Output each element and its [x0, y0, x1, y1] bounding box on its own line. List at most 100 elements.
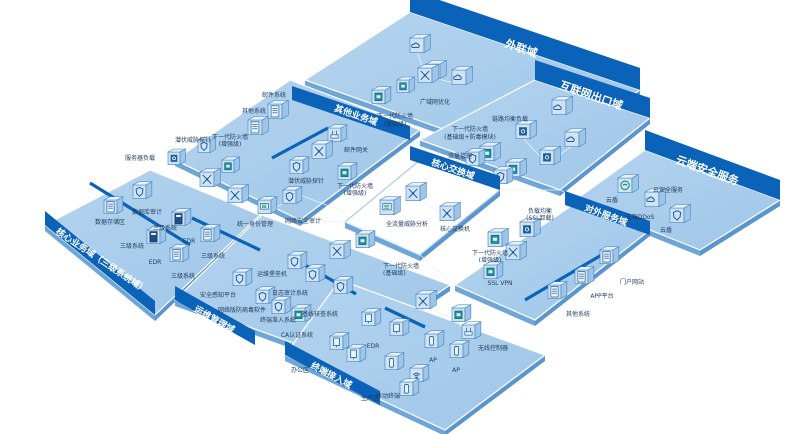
device-label: 下一代防火墙: [452, 125, 488, 133]
device-label: 下一代防火墙: [383, 262, 419, 270]
device-label: 网络安全审计: [285, 217, 321, 225]
device-label: 其他系统: [566, 310, 590, 318]
level3-system-2: [145, 226, 168, 245]
mail-system: [266, 99, 290, 120]
pc-3: [328, 332, 351, 351]
device-label: 下一代防火墙: [472, 249, 508, 257]
app-platform: [573, 266, 596, 285]
device-label: 云端DDoS: [626, 213, 655, 221]
ops-firewall: [354, 230, 377, 249]
device-label: (基础级): [383, 269, 406, 277]
core-switch-1: [198, 167, 222, 188]
device-label: 负载均衡: [528, 207, 552, 215]
level3-system-3: [199, 224, 222, 243]
pc-icon: [365, 313, 372, 324]
mobile-terminal-2: [398, 378, 421, 397]
firewall-icon: [399, 82, 407, 91]
baseline-check: [332, 276, 355, 295]
server-icon: [172, 249, 181, 261]
wireless-controller: [460, 321, 483, 340]
pc-icon: [333, 337, 340, 348]
device-label: (SSL卸载): [526, 214, 554, 222]
external-cloud-1: [408, 33, 432, 54]
shield-icon: [274, 301, 283, 312]
switch-icon: [202, 174, 212, 185]
grid-icon: [523, 225, 531, 234]
connection-line: [419, 199, 441, 213]
core-probe: [196, 136, 217, 154]
server-icon: [577, 271, 586, 283]
device-label: 邮件网关: [344, 146, 368, 154]
pc-2: [388, 318, 411, 337]
data-storage: [102, 196, 125, 215]
terminal-access-edge-right: [445, 355, 545, 434]
device-label: 云安全服务: [653, 186, 683, 194]
load-balancer-1: [514, 119, 538, 140]
mobile-terminal-1: [383, 352, 406, 371]
ap-1: [423, 330, 446, 349]
wifi-icon: [412, 372, 421, 380]
switch-icon: [230, 190, 240, 201]
pc-4: [345, 344, 368, 363]
cloud-shield-1: [616, 173, 640, 194]
network-audit: [281, 186, 304, 205]
shield-icon: [135, 186, 144, 197]
portal-site: [598, 246, 621, 265]
device-label: APP平台: [590, 292, 613, 300]
firewall-icon: [486, 267, 495, 276]
device-label: AP: [429, 357, 437, 364]
shield-icon: [672, 210, 682, 221]
firewall-icon: [340, 168, 349, 177]
device-label: (增强级): [479, 256, 502, 264]
shield-icon: [235, 273, 244, 284]
device-label: 生产区: [361, 394, 379, 402]
server-icon: [270, 105, 280, 118]
full-traffic-analysis: [378, 195, 402, 216]
server-icon: [106, 201, 115, 213]
internet-exit-edge-right: [560, 118, 650, 196]
core-switch-edge-right: [420, 190, 500, 261]
traffic-mgmt-1: [464, 148, 487, 167]
network-bus-bar: [384, 306, 426, 329]
shield-icon: [290, 256, 299, 267]
device-label: 门户网站: [620, 278, 644, 286]
network-bus-bar: [524, 248, 611, 302]
firewall-icon: [294, 310, 303, 319]
cloud-security-banner-wall: [645, 130, 780, 200]
level3-system-4: [168, 244, 191, 263]
shield-icon: [308, 269, 317, 280]
other-system: [246, 115, 270, 136]
network-bus-bar: [89, 181, 191, 247]
other-business-edge-right: [300, 130, 420, 226]
connection-line: [299, 219, 456, 286]
pc-1: [360, 308, 383, 327]
cloud-icon: [453, 74, 462, 81]
device-label: 三级系统: [171, 272, 195, 280]
cloud-icon: [566, 136, 575, 143]
external-firewall: [370, 86, 393, 105]
device-label: EDR: [149, 259, 162, 266]
device-label: 移动终端: [376, 392, 400, 400]
access-switch: [414, 289, 438, 310]
phone-icon: [389, 358, 394, 368]
ops-switch: [328, 239, 352, 260]
switch-icon: [332, 246, 342, 257]
ssl-vpn: [482, 261, 505, 280]
device-label: 全流量威胁分析: [386, 220, 428, 228]
core-business-edge-left: [45, 225, 155, 321]
ca-auth: [290, 304, 313, 323]
other-switch: [310, 139, 334, 160]
device-label: 三级系统: [201, 252, 225, 260]
firewall-icon: [490, 234, 500, 244]
switch-icon: [420, 70, 430, 81]
level3-system-1: [170, 208, 193, 227]
device-label: 安全感知平台: [200, 291, 236, 299]
exit-cloud-1: [550, 95, 574, 116]
access-firewall: [450, 304, 473, 323]
terminal-access-banner-wall: [285, 341, 380, 405]
network-bus-bar: [271, 126, 329, 160]
device-label: 流量管理: [448, 152, 472, 160]
device-label: 潜伏威胁探针: [288, 177, 324, 185]
monitor-icon: [260, 203, 269, 210]
